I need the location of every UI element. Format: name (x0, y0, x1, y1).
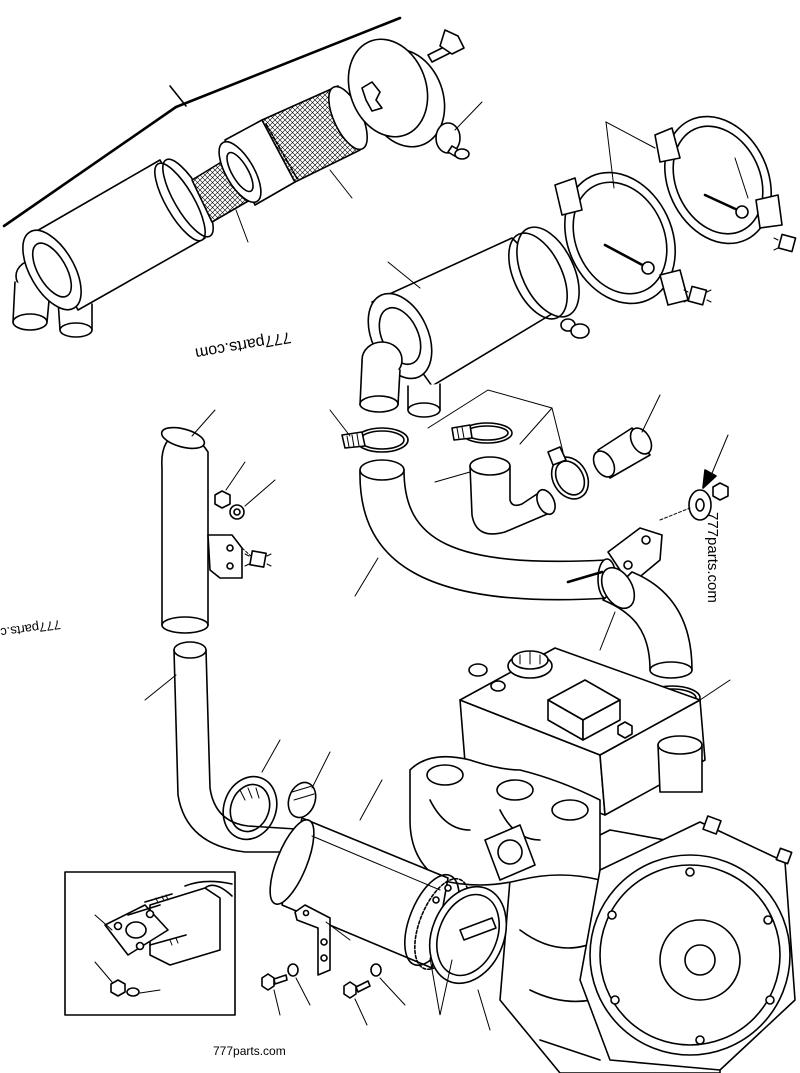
clip-nut (683, 285, 712, 306)
leader-line (244, 479, 276, 507)
cover-wing-nut (361, 81, 383, 112)
bracket-bolt (566, 570, 604, 584)
band-nut (641, 261, 655, 275)
leader-line (261, 739, 281, 773)
leader-line (599, 611, 616, 651)
watermark-top: 777parts.com (194, 328, 292, 362)
leader-line (659, 507, 691, 521)
band-nut (735, 205, 749, 219)
leader-line (191, 409, 216, 437)
thermostat-housing (657, 735, 703, 793)
washer (688, 489, 712, 521)
watermark-right: 777parts.com (704, 512, 721, 603)
exhaust-gasket (104, 904, 169, 956)
inset-studs (127, 893, 187, 946)
hex-nut (712, 482, 729, 501)
hose-clamp (341, 427, 409, 453)
leader-line (241, 547, 252, 557)
air-cleaner-assembled-group (359, 115, 797, 418)
inset-detail (64, 871, 236, 1016)
leader-line (434, 471, 471, 483)
assembly-bracket-tick (169, 85, 187, 107)
watermark-left: 777parts.c (0, 617, 62, 640)
hose-sleeve (592, 427, 653, 479)
muffler-support-bracket (294, 904, 331, 976)
hex-bolt (343, 980, 371, 999)
leader-line (139, 989, 161, 994)
air-cleaner-valve (560, 318, 590, 339)
leader-line (454, 101, 483, 131)
hose-clamp (451, 422, 513, 444)
leader-line (329, 409, 351, 437)
rocker-cover (459, 647, 701, 756)
leader-line (734, 157, 749, 199)
leader-line (311, 751, 331, 789)
leader-line (354, 557, 379, 597)
outer-filter-element (218, 85, 368, 206)
leader-line (329, 169, 353, 199)
flywheel-housing (579, 815, 796, 1071)
tail-pipe-bracket (207, 534, 243, 579)
exhaust-pipe-lower (173, 641, 321, 853)
muffler-group (222, 739, 508, 985)
hex-nut (214, 490, 231, 509)
washer (229, 504, 245, 520)
leader-line (295, 977, 311, 1006)
hex-bolt (261, 973, 288, 991)
leader-line (144, 674, 177, 701)
muffler-end-cap (428, 885, 508, 985)
mounting-band-rear (654, 115, 783, 245)
dust-evacuator-valve (435, 122, 470, 160)
leader-line (325, 921, 351, 941)
leader-line (235, 209, 249, 243)
clip-nut (244, 550, 272, 568)
air-cleaner-outlet-elbow (359, 341, 441, 418)
mounting-band-front (554, 171, 689, 306)
leader-line (477, 989, 491, 1031)
hex-bolt (617, 721, 633, 739)
washer (370, 963, 382, 977)
hose-clamp (287, 781, 317, 819)
assembly-bracket-line (2, 16, 402, 228)
footer-site-text: 777parts.com (213, 1044, 286, 1058)
intake-elbow-pipe (600, 566, 693, 679)
hex-nut (110, 979, 126, 997)
intake-elbow-group (566, 434, 731, 711)
leader-line (94, 914, 113, 931)
leader-line (273, 989, 281, 1016)
air-cleaner-cover (347, 38, 446, 148)
leader-line (387, 261, 421, 289)
clip-nut (773, 233, 797, 253)
leader-line (641, 394, 661, 433)
leader-line (94, 961, 113, 983)
leader-line (379, 977, 406, 1006)
muffler-outlet-slot (459, 917, 497, 941)
air-cleaner-exploded-group (2, 16, 483, 338)
exhaust-tail-pipe (160, 426, 209, 634)
leader-line (605, 121, 656, 189)
wing-bolt (427, 29, 465, 63)
exhaust-pipe-group (144, 409, 321, 853)
washer (287, 963, 299, 977)
elbow-hose (469, 456, 556, 535)
leader-line (427, 389, 564, 453)
leader-line (359, 779, 383, 821)
engine-group (409, 647, 796, 1073)
leader-line (225, 461, 246, 491)
air-cleaner-housing (22, 158, 214, 311)
muffler-inlet-clamp (222, 775, 278, 841)
washer (126, 987, 140, 997)
arrow-indicator (702, 434, 729, 489)
leader-line (699, 679, 731, 701)
hose-clamp (547, 446, 590, 500)
leader-line (354, 998, 368, 1026)
leader-line (429, 957, 453, 1016)
bottom-hardware-group (261, 904, 491, 1031)
